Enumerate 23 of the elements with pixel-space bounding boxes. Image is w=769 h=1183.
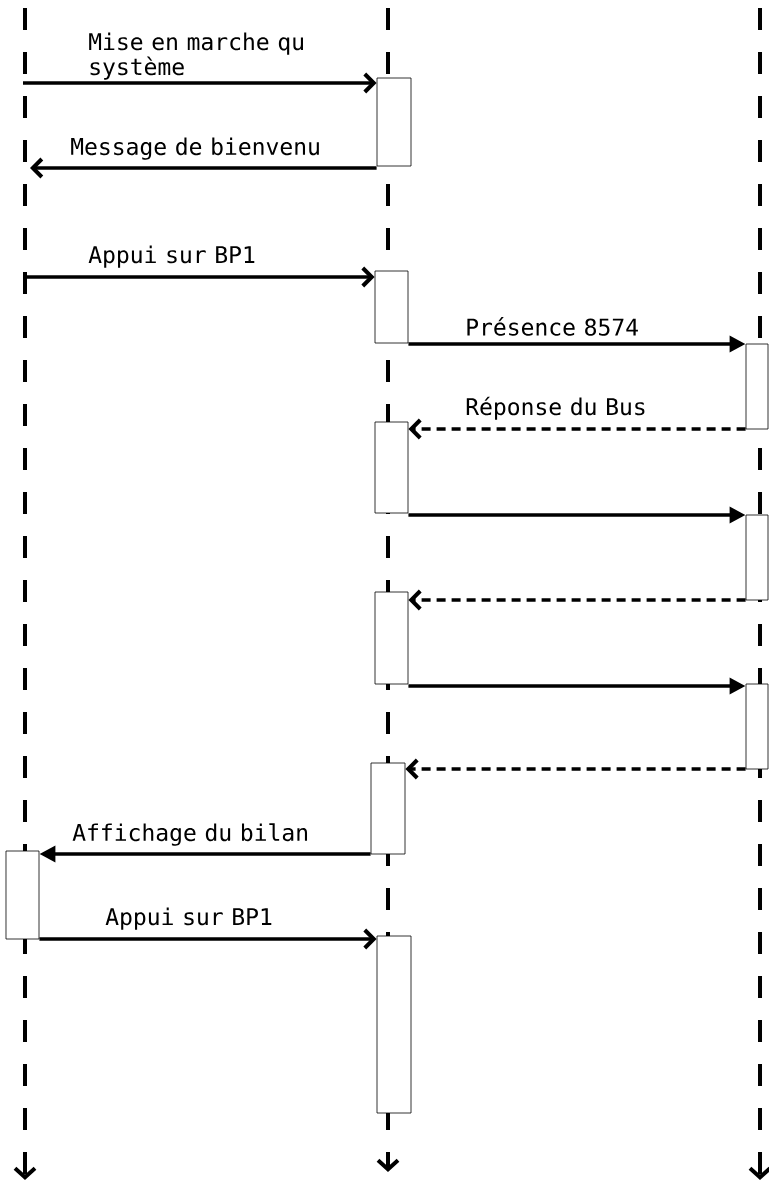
activation-box — [374, 421, 409, 514]
activation-box — [376, 935, 412, 1114]
activation-box — [745, 514, 769, 601]
message-label: Présence 8574 — [467, 317, 638, 336]
message-label: Réponse du Bus — [466, 396, 645, 420]
activation-box — [376, 77, 412, 167]
message-label: Appui sur BP1 — [105, 907, 272, 930]
activation-box — [745, 683, 769, 770]
activation-box — [374, 591, 409, 685]
activation-box — [374, 270, 409, 344]
message-arrow — [23, 72, 377, 94]
message-arrow — [30, 157, 377, 179]
message-label: Affichage du bilan — [72, 823, 307, 846]
message-arrow — [408, 418, 746, 440]
message-label: Message de bienvenu — [71, 137, 319, 160]
message-label: Mise en marche qu système — [89, 32, 303, 80]
activation-box — [745, 343, 769, 430]
message-label: Appui sur BP1 — [88, 245, 255, 268]
message-arrow — [405, 758, 746, 780]
message-arrow — [408, 589, 746, 611]
activation-box — [370, 762, 406, 855]
activation-box — [5, 850, 40, 940]
message-arrow — [39, 928, 377, 950]
